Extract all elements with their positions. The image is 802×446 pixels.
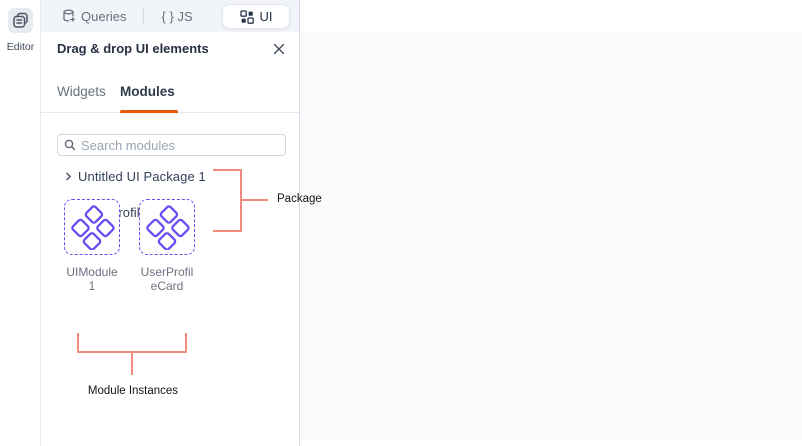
panel-header: Drag & drop UI elements bbox=[41, 32, 299, 65]
editor-pages-icon bbox=[12, 12, 29, 29]
tab-widgets[interactable]: Widgets bbox=[57, 84, 106, 99]
tab-queries[interactable]: Queries bbox=[62, 9, 127, 24]
module-tile-label: UIModule 1 bbox=[52, 265, 132, 293]
annotation-line bbox=[77, 351, 187, 353]
module-diamonds-icon bbox=[144, 204, 190, 250]
package-name: Untitled UI Package 1 bbox=[78, 168, 206, 184]
search-box bbox=[57, 134, 286, 156]
tab-divider bbox=[142, 9, 144, 23]
module-label-line: 1 bbox=[88, 279, 96, 293]
module-label-line: UIModule bbox=[66, 265, 118, 279]
annotation-package-label: Package bbox=[277, 193, 322, 205]
module-label-line: eCard bbox=[150, 279, 184, 293]
editor-top-tabbar: Queries { } JS UI bbox=[41, 0, 299, 32]
annotation-line bbox=[240, 169, 242, 232]
annotation-line bbox=[242, 199, 268, 201]
module-tile-userprofilecard[interactable] bbox=[139, 199, 195, 255]
tab-ui-active[interactable]: UI bbox=[222, 4, 290, 29]
search-input[interactable] bbox=[81, 137, 279, 153]
editor-label: Editor bbox=[6, 41, 35, 53]
queries-database-icon bbox=[62, 9, 76, 23]
tab-queries-label: Queries bbox=[81, 8, 127, 24]
active-tab-underline bbox=[120, 110, 178, 113]
panel-seg-tabs: Widgets Modules bbox=[41, 78, 299, 113]
annotation-line bbox=[213, 169, 242, 171]
editor-canvas bbox=[301, 32, 802, 440]
editor-mode-button[interactable] bbox=[8, 8, 33, 33]
ui-elements-panel: Queries { } JS UI Drag & dro bbox=[41, 0, 300, 446]
module-diamonds-icon bbox=[69, 204, 115, 250]
panel-title: Drag & drop UI elements bbox=[57, 41, 209, 56]
module-label-line: UserProfil bbox=[140, 265, 194, 279]
chevron-right-icon[interactable] bbox=[62, 170, 74, 182]
tab-ui-label: UI bbox=[259, 9, 273, 24]
close-icon[interactable] bbox=[269, 39, 289, 59]
tab-modules[interactable]: Modules bbox=[120, 84, 175, 99]
annotation-line bbox=[213, 230, 242, 232]
left-rail: Editor bbox=[0, 0, 41, 446]
tab-js[interactable]: { } JS bbox=[162, 9, 193, 24]
ui-grid-icon bbox=[239, 9, 254, 24]
module-tile-label: UserProfil eCard bbox=[127, 265, 207, 293]
search-icon bbox=[64, 139, 76, 151]
annotation-module-instances-label: Module Instances bbox=[87, 385, 179, 397]
annotation-line bbox=[131, 353, 133, 375]
package-row-untitled[interactable]: Untitled UI Package 1 bbox=[41, 165, 299, 187]
annotation-line bbox=[77, 333, 79, 353]
tab-js-label: { } JS bbox=[161, 8, 193, 24]
module-tile-uimodule1[interactable] bbox=[64, 199, 120, 255]
annotation-line bbox=[185, 333, 187, 353]
